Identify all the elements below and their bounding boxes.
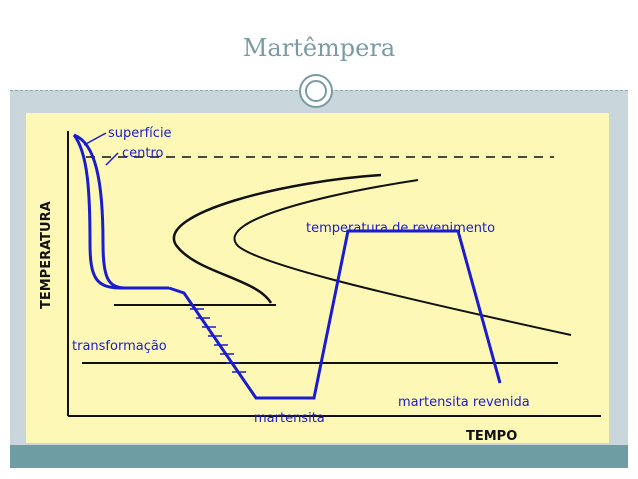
ttt-end-curve [233,179,572,336]
martempering-diagram: TEMPERATURA TEMPO superfície centro temp… [39,126,601,443]
transformation-hatch [190,308,246,373]
y-axis-label: TEMPERATURA [39,201,54,309]
label-center: centro [122,146,164,161]
label-tempering-temperature: temperatura de revenimento [306,221,495,236]
center-pointer [105,152,119,166]
center-cooling-curve [73,133,127,290]
slide-title: Martêmpera [242,34,396,62]
x-axis-label: TEMPO [466,429,517,443]
ttt-start-curve [172,173,382,304]
diagram-panel: TEMPERATURA TEMPO superfície centro temp… [26,113,609,443]
label-martensite: martensita [254,411,325,426]
divider-ornament-inner [305,80,327,102]
surface-cooling-curve [72,134,169,290]
label-tempered-martensite: martensita revenida [398,395,530,410]
surface-pointer [83,132,107,146]
footer-bar [10,445,628,468]
label-transformation: transformação [72,339,167,354]
label-surface: superfície [108,126,172,141]
treatment-path [168,229,502,400]
slide: Martêmpera [10,10,628,468]
divider-ornament-icon [299,74,333,108]
